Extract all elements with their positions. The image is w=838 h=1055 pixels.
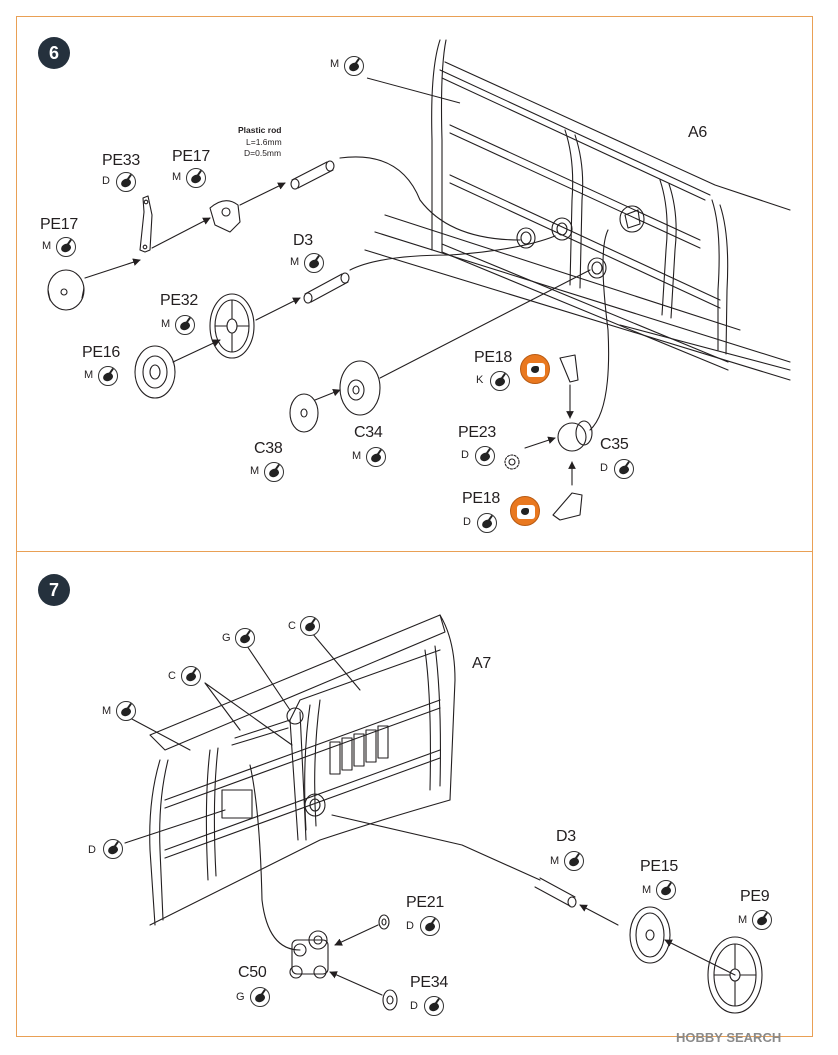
color-code-label: M: [42, 240, 52, 252]
plastic-rod-length: L=1.6mm: [246, 137, 282, 147]
paint-pot-icon: [300, 616, 320, 636]
part-label-pe21: PE21: [406, 894, 444, 911]
plastic-rod-diameter: D=0.5mm: [244, 148, 282, 158]
color-code-label: C: [168, 670, 176, 682]
paint-pot-icon: [235, 628, 255, 648]
part-label-pe17: PE17: [40, 216, 78, 233]
hull-part-a6: [364, 39, 791, 381]
color-code-label: M: [290, 256, 300, 268]
color-code-label: D: [406, 920, 414, 932]
part-label-c38: C38: [254, 440, 283, 457]
paint-pot-icon: [116, 701, 136, 721]
paint-pot-icon: [477, 513, 497, 533]
color-code-label: C: [288, 620, 296, 632]
hull-part-a7: [124, 614, 763, 1014]
paint-pot-icon: [656, 880, 676, 900]
paint-pot-icon: [475, 446, 495, 466]
paint-pot-icon: [564, 851, 584, 871]
color-code-label: M: [102, 705, 112, 717]
paint-pot-icon: [614, 459, 634, 479]
color-code-label: M: [550, 855, 560, 867]
step-6-number-badge: 6: [38, 37, 70, 69]
color-code-label: G: [236, 991, 245, 1003]
step-7-number-badge: 7: [38, 574, 70, 606]
part-label-pe15: PE15: [640, 858, 678, 875]
caution-icon: [520, 354, 550, 384]
paint-pot-icon: [175, 315, 195, 335]
part-label-c34: C34: [354, 424, 383, 441]
part-label-pe33: PE33: [102, 152, 140, 169]
part-label-pe18: PE18: [462, 490, 500, 507]
paint-pot-icon: [250, 987, 270, 1007]
caution-icon: [510, 496, 540, 526]
color-code-label: M: [352, 450, 362, 462]
color-code-label: M: [738, 914, 748, 926]
part-label-c50: C50: [238, 964, 267, 981]
watermark: HOBBY SEARCH: [676, 1030, 782, 1045]
part-a6-label: A6: [688, 124, 707, 141]
paint-pot-icon: [181, 666, 201, 686]
part-label-pe34: PE34: [410, 974, 448, 991]
part-label-pe32: PE32: [160, 292, 198, 309]
paint-pot-icon: [98, 366, 118, 386]
color-code-label: D: [600, 462, 608, 474]
paint-pot-icon: [424, 996, 444, 1016]
color-code-label: M: [161, 318, 171, 330]
color-code-label: D: [102, 175, 110, 187]
part-label-pe9: PE9: [740, 888, 770, 905]
color-code-label: D: [461, 449, 469, 461]
color-code-label: M: [250, 465, 260, 477]
color-code-label: D: [463, 516, 471, 528]
part-label-c35: C35: [600, 436, 629, 453]
paint-pot-icon: [366, 447, 386, 467]
paint-pot-icon: [344, 56, 364, 76]
part-label-d3: D3: [556, 828, 576, 845]
color-code-label: M: [330, 58, 340, 70]
part-label-pe16: PE16: [82, 344, 120, 361]
paint-pot-icon: [490, 371, 510, 391]
paint-pot-icon: [420, 916, 440, 936]
color-code-label: K: [476, 374, 484, 386]
plastic-rod-title: Plastic rod: [238, 125, 282, 135]
color-code-label: D: [88, 844, 96, 856]
color-code-label: M: [172, 171, 182, 183]
paint-pot-icon: [304, 253, 324, 273]
paint-pot-icon: [103, 839, 123, 859]
part-label-pe18: PE18: [474, 349, 512, 366]
paint-pot-icon: [56, 237, 76, 257]
color-code-label: M: [84, 369, 94, 381]
color-code-label: M: [642, 884, 652, 896]
paint-pot-icon: [186, 168, 206, 188]
color-code-label: D: [410, 1000, 418, 1012]
part-label-pe23: PE23: [458, 424, 496, 441]
step-7-panel: [16, 551, 813, 1037]
part-label-d3: D3: [293, 232, 313, 249]
paint-pot-icon: [752, 910, 772, 930]
paint-pot-icon: [116, 172, 136, 192]
paint-pot-icon: [264, 462, 284, 482]
part-label-pe17: PE17: [172, 148, 210, 165]
part-a7-label: A7: [472, 655, 491, 672]
color-code-label: G: [222, 632, 231, 644]
